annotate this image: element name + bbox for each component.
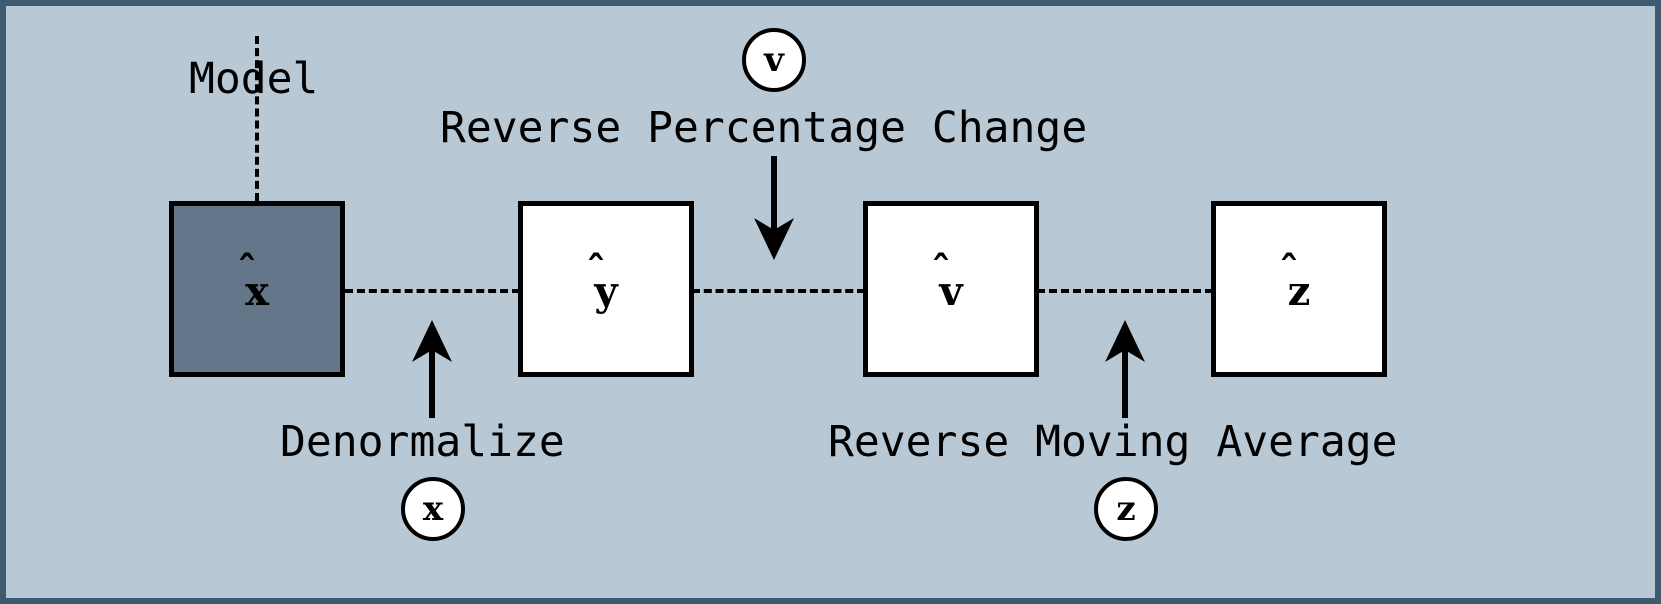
node-box-v-hat[interactable]: ̂ v — [863, 201, 1039, 377]
badge-label-v: v — [764, 40, 784, 80]
badge-v[interactable]: v — [742, 28, 806, 92]
arrow-reverse-moving-average — [1105, 320, 1145, 418]
node-symbol-x: x — [245, 268, 269, 315]
caption-denormalize: Denormalize — [280, 417, 565, 467]
node-label-y-hat: ̂ y — [594, 266, 617, 312]
node-box-z-hat[interactable]: ̂ z — [1211, 201, 1387, 377]
node-box-y-hat[interactable]: ̂ y — [518, 201, 694, 377]
node-symbol-z: z — [1287, 268, 1311, 315]
badge-z[interactable]: z — [1094, 477, 1158, 541]
node-symbol-v: v — [939, 268, 963, 315]
badge-label-x: x — [422, 489, 444, 529]
node-symbol-y: y — [594, 268, 618, 315]
node-label-z-hat: ̂ z — [1288, 266, 1311, 312]
connector-y-hat-to-v-hat — [692, 289, 865, 293]
connector-model-to-x-hat — [255, 36, 259, 201]
node-label-x-hat: ̂ x — [245, 266, 269, 312]
arrow-denormalize — [412, 320, 452, 418]
node-box-x-hat[interactable]: ̂ x — [169, 201, 345, 377]
caption-reverse-percentage-change: Reverse Percentage Change — [440, 103, 1088, 153]
connector-x-hat-to-y-hat — [345, 289, 520, 293]
badge-label-z: z — [1116, 489, 1136, 529]
badge-x[interactable]: x — [401, 477, 465, 541]
caption-model: Model — [189, 54, 319, 104]
node-label-v-hat: ̂ v — [939, 266, 962, 312]
caption-reverse-moving-average: Reverse Moving Average — [828, 417, 1398, 467]
arrow-reverse-percentage-change — [754, 156, 794, 260]
connector-v-hat-to-z-hat — [1037, 289, 1213, 293]
